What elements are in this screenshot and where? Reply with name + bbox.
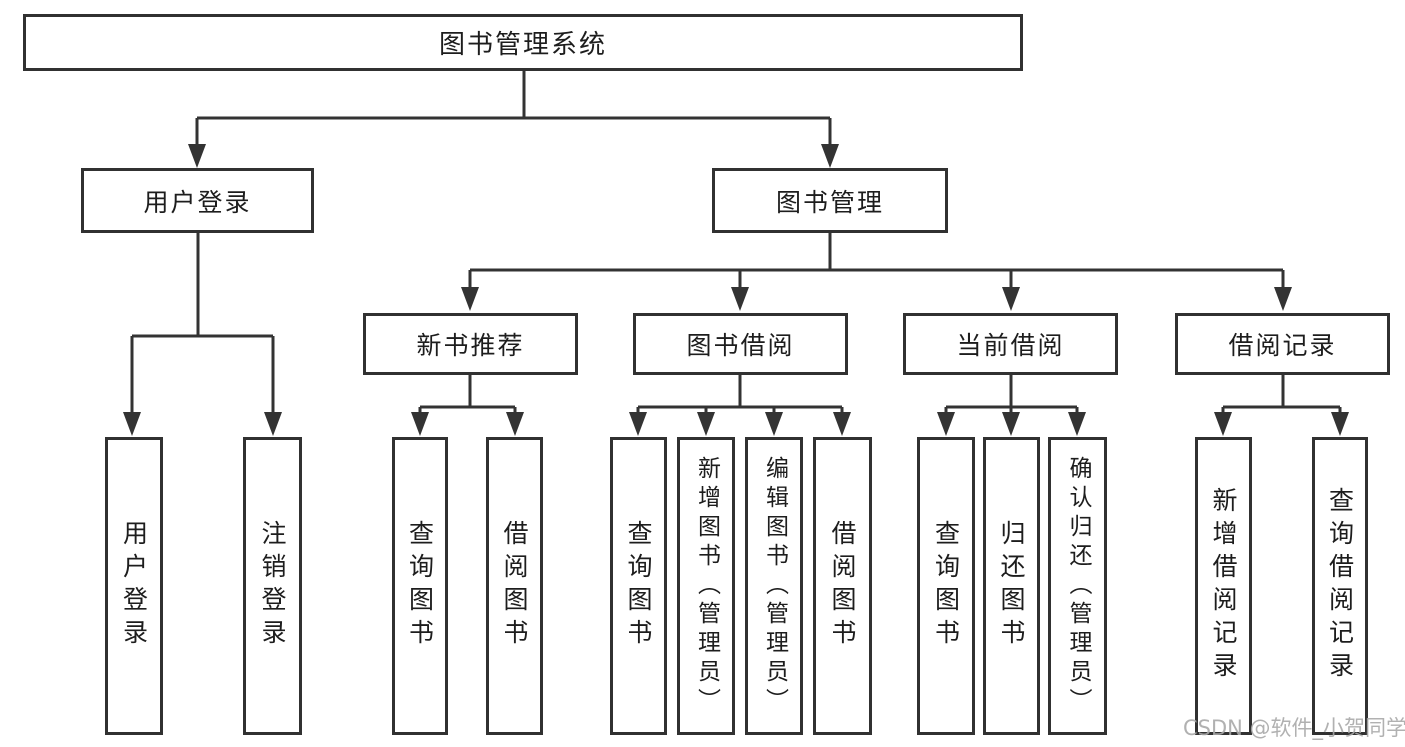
node-root-label: 图书管理系统 — [438, 30, 607, 60]
leaf-return-books: 归还图书 — [983, 437, 1040, 735]
leaf-confirm-return-admin: 确认归还（管理员） — [1048, 437, 1107, 735]
node-book-borrow-label: 图书借阅 — [686, 331, 795, 360]
leaf-query-borrow-record: 查询借阅记录 — [1312, 437, 1368, 735]
node-root-library-system: 图书管理系统 — [23, 14, 1023, 71]
leaf-confirm-return-admin-label: 确认归还（管理员） — [1065, 455, 1091, 717]
node-book-management-label: 图书管理 — [775, 187, 884, 217]
leaf-borrow-books-label: 借阅图书 — [828, 520, 857, 652]
leaf-borrow-query-books: 查询图书 — [610, 437, 667, 735]
leaf-add-books-admin-label: 新增图书（管理员） — [693, 455, 720, 717]
node-borrow-record: 借阅记录 — [1175, 313, 1390, 375]
leaf-recommend-borrow-books: 借阅图书 — [486, 437, 543, 735]
leaf-edit-books-admin: 编辑图书（管理员） — [745, 437, 803, 735]
connector-borrow-record-to-leaves — [1214, 375, 1349, 436]
leaf-logout: 注销登录 — [243, 437, 302, 735]
node-user-login-label: 用户登录 — [143, 187, 252, 217]
leaf-recommend-query-books-label: 查询图书 — [405, 520, 435, 652]
node-current-borrow-label: 当前借阅 — [956, 331, 1065, 360]
connector-current-borrow-to-leaves — [937, 375, 1086, 436]
leaf-current-query-books: 查询图书 — [917, 437, 975, 735]
connector-book-management-to-level3 — [461, 233, 1292, 311]
connector-user-login-to-leaves — [123, 233, 282, 436]
node-current-borrow: 当前借阅 — [903, 313, 1118, 375]
node-borrow-record-label: 借阅记录 — [1228, 331, 1337, 360]
leaf-add-books-admin: 新增图书（管理员） — [677, 437, 735, 735]
node-user-login: 用户登录 — [81, 168, 314, 233]
leaf-query-borrow-record-label: 查询借阅记录 — [1325, 487, 1355, 685]
leaf-current-query-books-label: 查询图书 — [931, 520, 961, 652]
leaf-user-login: 用户登录 — [105, 437, 163, 735]
leaf-return-books-label: 归还图书 — [997, 520, 1026, 652]
connector-new-book-recommend-to-leaves — [411, 375, 524, 436]
leaf-add-borrow-record: 新增借阅记录 — [1195, 437, 1252, 735]
leaf-user-login-label: 用户登录 — [119, 520, 149, 652]
leaf-add-borrow-record-label: 新增借阅记录 — [1209, 487, 1238, 685]
leaf-edit-books-admin-label: 编辑图书（管理员） — [761, 455, 788, 717]
node-new-book-recommend: 新书推荐 — [363, 313, 578, 375]
node-book-management: 图书管理 — [712, 168, 948, 233]
csdn-watermark: CSDN @软件_小贺同学 — [1183, 716, 1405, 740]
leaf-recommend-borrow-books-label: 借阅图书 — [500, 520, 529, 652]
connector-book-borrow-to-leaves — [629, 375, 851, 436]
leaf-borrow-query-books-label: 查询图书 — [624, 520, 653, 652]
leaf-borrow-books: 借阅图书 — [813, 437, 872, 735]
connector-root-to-level2 — [188, 71, 839, 168]
leaf-logout-label: 注销登录 — [258, 520, 287, 652]
node-new-book-recommend-label: 新书推荐 — [416, 331, 525, 360]
node-book-borrow: 图书借阅 — [633, 313, 848, 375]
leaf-recommend-query-books: 查询图书 — [392, 437, 448, 735]
